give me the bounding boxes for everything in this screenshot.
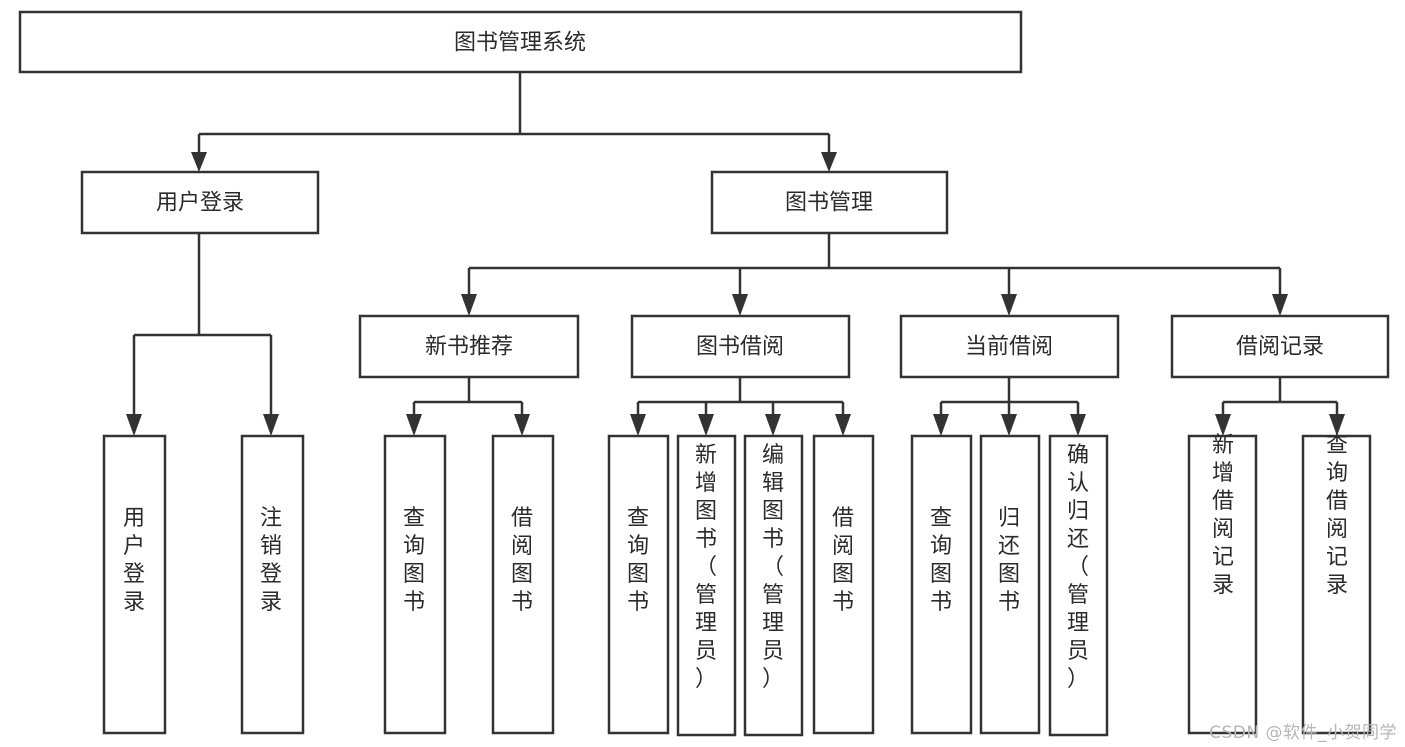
node-leaf-return-book[interactable]: 归还图书 [979,434,1041,735]
node-leaf-user-login[interactable]: 用户登录 [102,434,167,735]
arrowhead-leaf-user-login [126,414,142,436]
node-leaf-add-record[interactable]: 新增借阅记录 [1187,433,1258,735]
node-leaf-query-book-3[interactable]: 查询图书 [910,434,973,735]
arrowhead-leaf-query-record [1329,414,1345,436]
arrowhead-leaf-return-book [1001,414,1017,436]
arrowhead-leaf-add-record [1215,414,1231,436]
node-leaf-logout-login-box[interactable] [240,434,305,735]
node-leaf-query-book-3-box[interactable] [910,434,973,735]
node-leaf-add-record-label: 新增借阅记录 [1212,433,1234,598]
node-leaf-user-login-label: 用户登录 [123,506,145,615]
node-leaf-query-book-2[interactable]: 查询图书 [607,434,670,735]
connector-layer [126,72,1345,436]
node-user-login[interactable]: 用户登录 [80,170,320,235]
arrowhead-leaf-edit-book [765,414,781,436]
node-leaf-borrow-book-1[interactable]: 借阅图书 [491,434,555,735]
node-leaf-query-record[interactable]: 查询借阅记录 [1301,433,1372,735]
node-leaf-return-book-box[interactable] [979,434,1041,735]
node-leaf-borrow-book-1-box[interactable] [491,434,555,735]
node-new-book-rec[interactable]: 新书推荐 [358,314,580,379]
arrowhead-leaf-add-book [698,414,714,436]
node-leaf-logout-login-label: 注销登录 [260,506,282,615]
node-leaf-edit-book-box[interactable] [743,434,804,737]
node-book-manage[interactable]: 图书管理 [710,170,949,235]
node-leaf-query-book-2-box[interactable] [607,434,670,735]
node-book-borrow[interactable]: 图书借阅 [630,314,851,379]
node-leaf-edit-book-label: 编辑图书（管理员） [762,443,784,692]
node-root-box[interactable] [18,10,1023,74]
node-leaf-confirm-return-label: 确认归还（管理员） [1067,443,1089,692]
arrowhead-current-borrow [1001,294,1017,316]
node-leaf-edit-book[interactable]: 编辑图书（管理员） [743,434,804,737]
arrowhead-leaf-confirm-return [1070,414,1086,436]
node-leaf-user-login-box[interactable] [102,434,167,735]
arrowhead-book-manage [821,152,837,172]
node-leaf-query-record-box[interactable] [1301,434,1372,735]
node-borrow-record[interactable]: 借阅记录 [1170,314,1390,379]
node-leaf-query-record-label: 查询借阅记录 [1326,433,1348,598]
arrowhead-leaf-query-book-1 [406,414,422,436]
node-leaf-borrow-book-2[interactable]: 借阅图书 [812,434,875,735]
node-leaf-borrow-book-2-box[interactable] [812,434,875,735]
node-book-borrow-box[interactable] [630,314,851,379]
arrowhead-book-borrow [732,294,748,316]
node-current-borrow-box[interactable] [899,314,1120,379]
node-new-book-rec-label: 新书推荐 [425,335,513,360]
node-leaf-add-book[interactable]: 新增图书（管理员） [676,434,737,737]
node-leaf-query-book-2-label: 查询图书 [627,506,649,615]
node-current-borrow[interactable]: 当前借阅 [899,314,1120,379]
node-root-label: 图书管理系统 [454,31,586,56]
node-book-manage-box[interactable] [710,170,949,235]
arrowhead-leaf-query-book-3 [933,414,949,436]
node-user-login-label: 用户登录 [156,191,244,216]
node-leaf-query-book-3-label: 查询图书 [930,506,952,615]
node-new-book-rec-box[interactable] [358,314,580,379]
node-user-login-box[interactable] [80,170,320,235]
node-leaf-confirm-return-box[interactable] [1048,434,1109,737]
node-borrow-record-box[interactable] [1170,314,1390,379]
node-leaf-query-book-1-label: 查询图书 [403,506,425,615]
arrowhead-borrow-record [1272,294,1288,316]
arrowhead-leaf-logout-login [263,414,279,436]
node-leaf-borrow-book-2-label: 借阅图书 [832,506,854,615]
node-leaf-add-book-box[interactable] [676,434,737,737]
node-leaf-query-book-1-box[interactable] [383,434,447,735]
node-book-borrow-label: 图书借阅 [696,335,784,360]
arrowhead-new-book-rec [461,294,477,316]
node-leaf-borrow-book-1-label: 借阅图书 [511,506,533,615]
node-current-borrow-label: 当前借阅 [965,335,1053,360]
node-book-manage-label: 图书管理 [785,191,873,216]
node-leaf-confirm-return[interactable]: 确认归还（管理员） [1048,434,1109,737]
node-leaf-return-book-label: 归还图书 [998,506,1020,615]
node-root[interactable]: 图书管理系统 [18,10,1023,74]
arrowhead-leaf-borrow-book-1 [514,414,530,436]
arrowhead-user-login [191,152,207,172]
node-leaf-add-record-box[interactable] [1187,434,1258,735]
node-leaf-add-book-label: 新增图书（管理员） [695,443,717,692]
arrowhead-leaf-borrow-book-2 [835,414,851,436]
node-leaf-query-book-1[interactable]: 查询图书 [383,434,447,735]
node-borrow-record-label: 借阅记录 [1236,335,1324,360]
arrowhead-leaf-query-book-2 [630,414,646,436]
node-leaf-logout-login[interactable]: 注销登录 [240,434,305,735]
csdn-watermark: CSDN @软件_小贺同学 [1209,723,1397,743]
